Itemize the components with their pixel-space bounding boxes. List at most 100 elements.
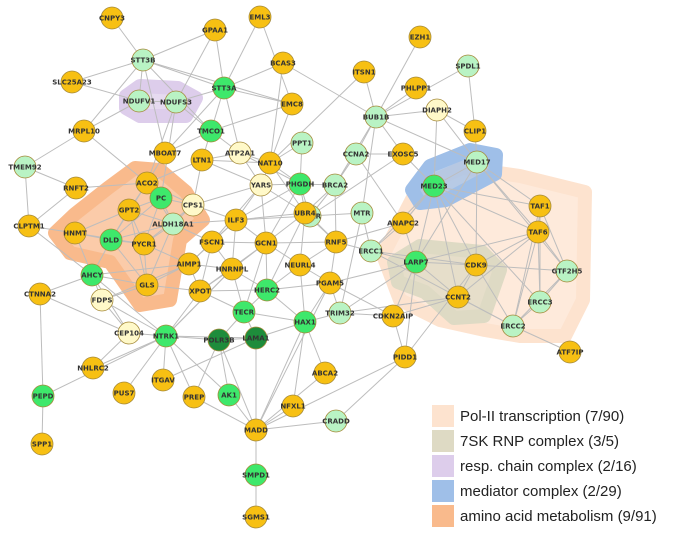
node-herc2[interactable]: HERC2 bbox=[254, 278, 280, 302]
edge-stt3b-mboat7 bbox=[142, 59, 166, 154]
node-circle bbox=[381, 304, 405, 328]
node-gpaa1[interactable]: GPAA1 bbox=[202, 18, 228, 42]
node-nat10[interactable]: NAT10 bbox=[257, 151, 283, 175]
edge-mrpl10-aco2 bbox=[83, 130, 148, 184]
node-trim32[interactable]: TRIM32 bbox=[325, 301, 355, 325]
node-brca2[interactable]: BRCA2 bbox=[322, 173, 348, 197]
node-pc[interactable]: PC bbox=[149, 186, 173, 210]
node-neurl4[interactable]: NEURL4 bbox=[284, 253, 316, 277]
node-ltn1[interactable]: LTN1 bbox=[190, 148, 214, 172]
node-larp7[interactable]: LARP7 bbox=[403, 250, 429, 274]
node-stt3a[interactable]: STT3A bbox=[211, 76, 237, 100]
node-cdkn2aip[interactable]: CDKN2AIP bbox=[373, 304, 413, 328]
node-clip1[interactable]: CLIP1 bbox=[463, 119, 487, 143]
node-xpot[interactable]: XPOT bbox=[188, 279, 212, 303]
node-exosc5[interactable]: EXOSC5 bbox=[388, 142, 419, 166]
node-tecr[interactable]: TECR bbox=[232, 300, 256, 324]
node-bub1b[interactable]: BUB1B bbox=[363, 105, 390, 129]
node-clptm1[interactable]: CLPTM1 bbox=[13, 214, 45, 238]
node-ezh1[interactable]: EZH1 bbox=[408, 25, 432, 49]
node-gtf2h5[interactable]: GTF2H5 bbox=[552, 259, 583, 283]
node-spp1[interactable]: SPP1 bbox=[30, 432, 54, 456]
node-anapc2[interactable]: ANAPC2 bbox=[387, 211, 419, 235]
node-itsn1[interactable]: ITSN1 bbox=[352, 60, 376, 84]
node-ilf3[interactable]: ILF3 bbox=[224, 208, 248, 232]
node-atp2a1[interactable]: ATP2A1 bbox=[225, 141, 255, 165]
node-ercc2[interactable]: ERCC2 bbox=[500, 314, 526, 338]
node-aco2[interactable]: ACO2 bbox=[135, 171, 159, 195]
node-sgms1[interactable]: SGMS1 bbox=[242, 505, 270, 529]
node-atf7ip[interactable]: ATF7IP bbox=[556, 340, 584, 364]
node-ccnt2[interactable]: CCNT2 bbox=[445, 285, 471, 309]
node-cps1[interactable]: CPS1 bbox=[181, 193, 205, 217]
node-abca2[interactable]: ABCA2 bbox=[312, 361, 338, 385]
edge-gpaa1-stt3b bbox=[142, 29, 216, 61]
node-gcn1[interactable]: GCN1 bbox=[254, 231, 278, 255]
node-slc25a23[interactable]: SLC25A23 bbox=[52, 70, 92, 94]
node-tmem92[interactable]: TMEM92 bbox=[8, 155, 42, 179]
node-hax1[interactable]: HAX1 bbox=[293, 310, 317, 334]
node-med17[interactable]: MED17 bbox=[463, 150, 491, 174]
node-pycr1[interactable]: PYCR1 bbox=[131, 232, 157, 256]
node-rnft2[interactable]: RNFT2 bbox=[63, 176, 89, 200]
node-label: ABCA2 bbox=[312, 370, 338, 378]
node-hnrnpl[interactable]: HNRNPL bbox=[216, 257, 249, 281]
edge-cdk9-ercc2 bbox=[475, 264, 514, 327]
node-dld[interactable]: DLD bbox=[99, 228, 123, 252]
node-gls[interactable]: GLS bbox=[135, 273, 159, 297]
node-spdl1[interactable]: SPDL1 bbox=[455, 54, 481, 78]
node-tmco1[interactable]: TMCO1 bbox=[197, 119, 225, 143]
node-ndufs3[interactable]: NDUFS3 bbox=[160, 90, 192, 114]
node-eml3[interactable]: EML3 bbox=[248, 5, 272, 29]
node-taf6[interactable]: TAF6 bbox=[526, 220, 550, 244]
edge-eml3-stt3a bbox=[223, 16, 261, 89]
node-circle bbox=[28, 282, 52, 306]
node-hnmt[interactable]: HNMT bbox=[63, 221, 87, 245]
node-bcas3[interactable]: BCAS3 bbox=[270, 51, 296, 75]
node-mtr[interactable]: MTR bbox=[350, 201, 374, 225]
node-fdps[interactable]: FDPS bbox=[90, 288, 114, 312]
node-ubr4[interactable]: UBR4 bbox=[293, 201, 317, 225]
node-ntrk1[interactable]: NTRK1 bbox=[153, 324, 179, 348]
node-pepd[interactable]: PEPD bbox=[31, 384, 55, 408]
node-nhlrc2[interactable]: NHLRC2 bbox=[77, 356, 109, 380]
node-madd[interactable]: MADD bbox=[244, 418, 268, 442]
node-rnf5[interactable]: RNF5 bbox=[324, 230, 348, 254]
node-aldh18a1[interactable]: ALDH18A1 bbox=[152, 212, 194, 236]
node-phgdh[interactable]: PHGDH bbox=[286, 172, 315, 196]
node-med23[interactable]: MED23 bbox=[420, 174, 448, 198]
node-fscn1[interactable]: FSCN1 bbox=[199, 230, 225, 254]
node-emc8[interactable]: EMC8 bbox=[280, 92, 304, 116]
node-pidd1[interactable]: PIDD1 bbox=[393, 345, 417, 369]
node-mrpl10[interactable]: MRPL10 bbox=[68, 119, 100, 143]
node-yars[interactable]: YARS bbox=[249, 173, 273, 197]
node-diaph2[interactable]: DIAPH2 bbox=[422, 98, 452, 122]
node-ppt1[interactable]: PPT1 bbox=[290, 131, 314, 155]
node-ctnna2[interactable]: CTNNA2 bbox=[24, 282, 56, 306]
node-mboat7[interactable]: MBOAT7 bbox=[149, 141, 182, 165]
node-lama1[interactable]: LAMA1 bbox=[242, 326, 270, 350]
node-aimp1[interactable]: AIMP1 bbox=[177, 252, 202, 276]
node-polr3b[interactable]: POLR3B bbox=[203, 328, 235, 352]
node-cep104[interactable]: CEP104 bbox=[114, 321, 144, 345]
node-cnpy3[interactable]: CNPY3 bbox=[99, 6, 125, 30]
node-ak1[interactable]: AK1 bbox=[217, 383, 241, 407]
node-cdk9[interactable]: CDK9 bbox=[464, 253, 488, 277]
node-stt3b[interactable]: STT3B bbox=[131, 48, 156, 72]
node-ccna2[interactable]: CCNA2 bbox=[343, 142, 370, 166]
node-cradd[interactable]: CRADD bbox=[322, 409, 350, 433]
node-smpd1[interactable]: SMPD1 bbox=[242, 463, 270, 487]
node-pus7[interactable]: PUS7 bbox=[112, 381, 136, 405]
node-ahcy[interactable]: AHCY bbox=[80, 263, 104, 287]
node-itgav[interactable]: ITGAV bbox=[151, 368, 175, 392]
node-ndufv1[interactable]: NDUFV1 bbox=[123, 89, 156, 113]
node-prep[interactable]: PREP bbox=[182, 385, 206, 409]
node-taf1[interactable]: TAF1 bbox=[528, 194, 552, 218]
node-phlpp1[interactable]: PHLPP1 bbox=[401, 76, 432, 100]
node-nfxl1[interactable]: NFXL1 bbox=[280, 394, 306, 418]
node-ercc3[interactable]: ERCC3 bbox=[527, 290, 553, 314]
node-ercc1[interactable]: ERCC1 bbox=[358, 239, 384, 263]
node-pgam5[interactable]: PGAM5 bbox=[316, 271, 344, 295]
legend-label: amino acid metabolism (9/91) bbox=[460, 507, 657, 525]
node-gpt2[interactable]: GPT2 bbox=[117, 198, 141, 222]
